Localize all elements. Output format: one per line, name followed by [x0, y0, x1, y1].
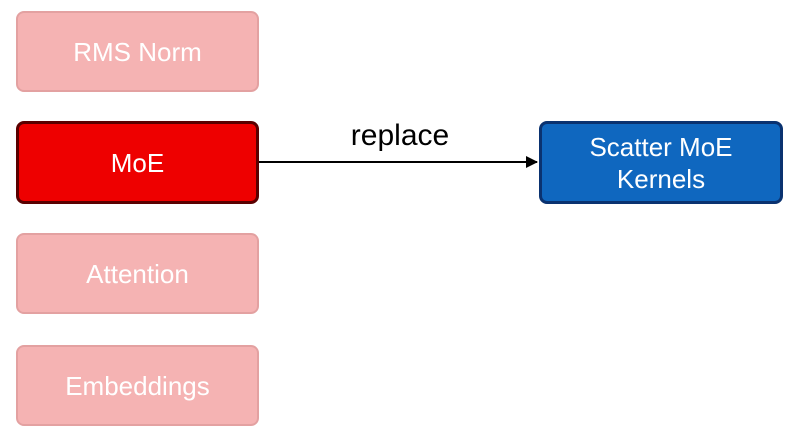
moe-block: MoE — [16, 121, 259, 204]
attention-label: Attention — [86, 258, 189, 289]
scatter-moe-label-line1: Scatter MoE — [589, 131, 733, 162]
embeddings-block: Embeddings — [16, 345, 259, 426]
arrow-label: replace — [350, 119, 450, 152]
attention-block: Attention — [16, 233, 259, 314]
embeddings-label: Embeddings — [65, 370, 210, 401]
rms-norm-block: RMS Norm — [16, 11, 259, 92]
scatter-moe-label-line2: Kernels — [616, 163, 706, 194]
rms-norm-label: RMS Norm — [73, 36, 202, 67]
scatter-moe-kernels-block: Scatter MoE Kernels — [539, 121, 783, 204]
moe-label: MoE — [110, 147, 165, 178]
